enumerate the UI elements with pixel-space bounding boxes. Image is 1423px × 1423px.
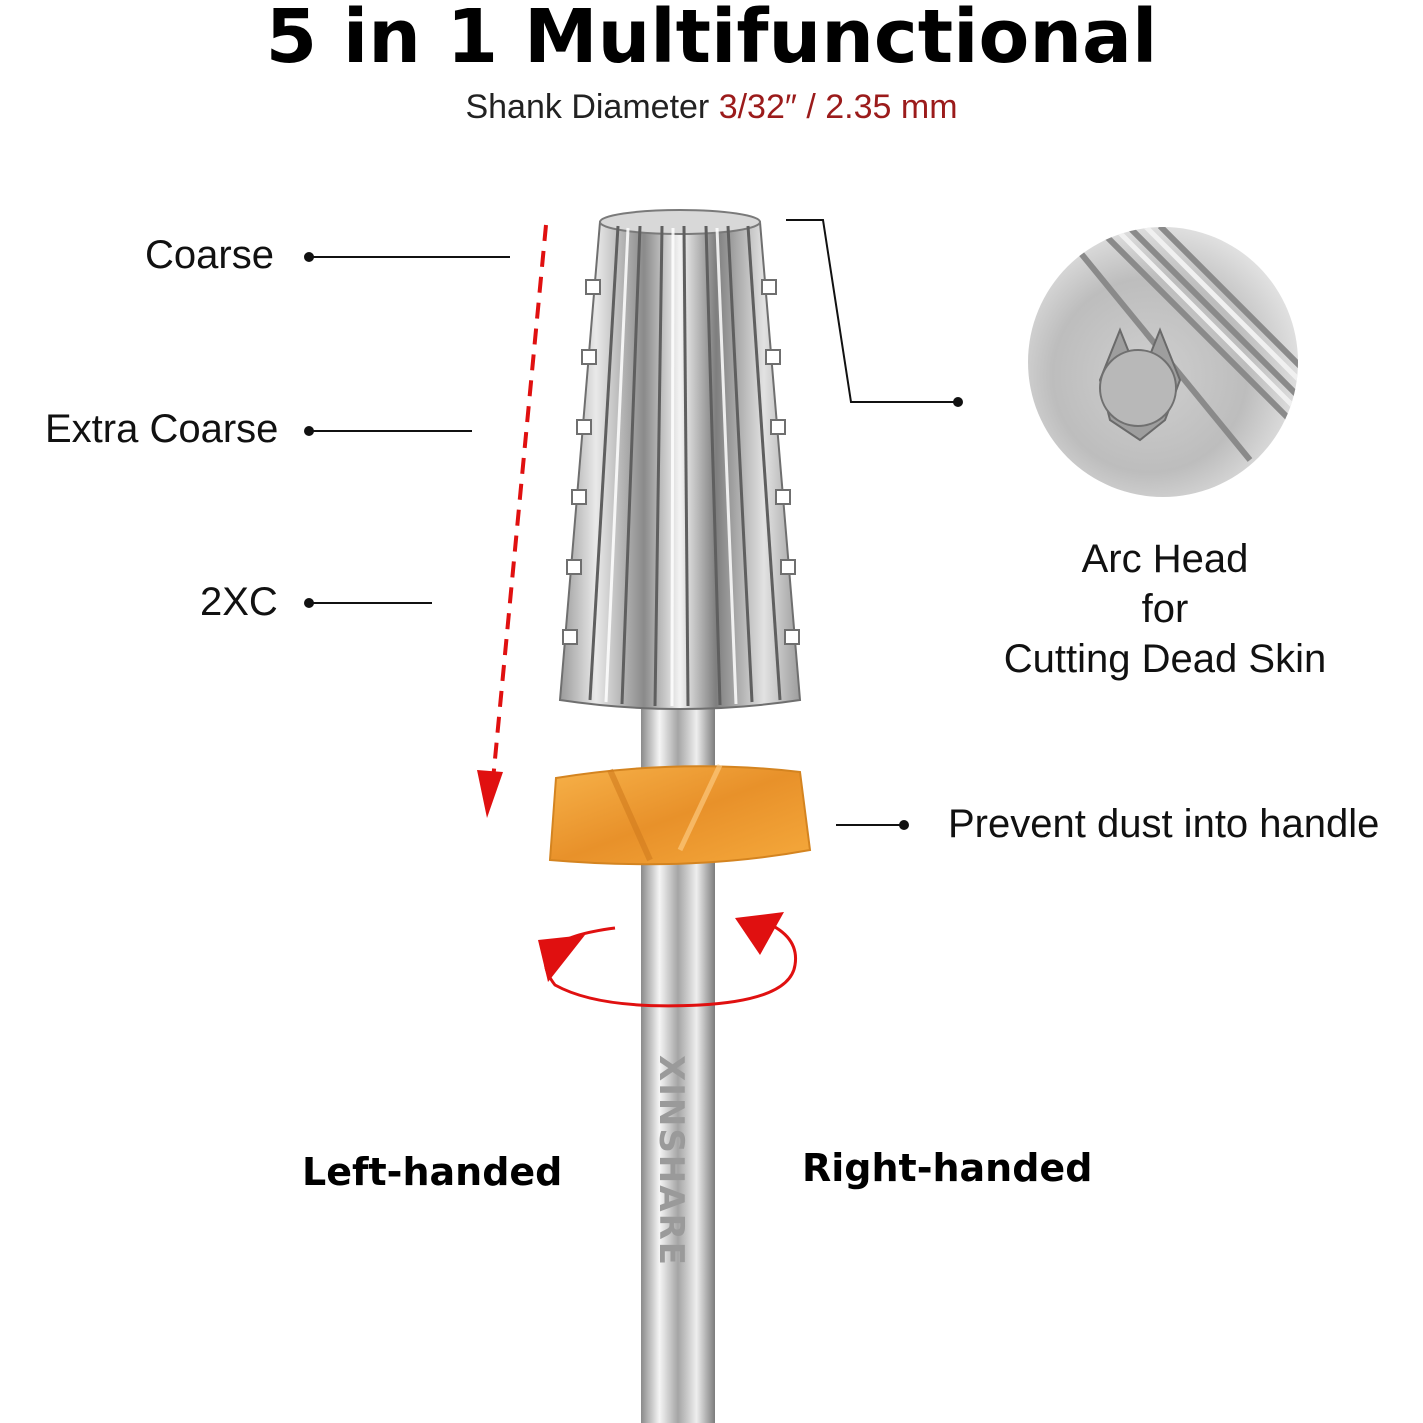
arc-head-leader — [786, 219, 963, 407]
xxc-leader — [304, 598, 432, 608]
subtitle-prefix: Shank Diameter — [465, 88, 719, 126]
shank-diameter-subtitle: Shank Diameter 3/32″ / 2.35 mm — [0, 88, 1423, 127]
grit-label-coarse: Coarse — [145, 233, 274, 277]
grit-label-2xc: 2XC — [200, 580, 278, 624]
arc-head-line3: Cutting Dead Skin — [1003, 637, 1327, 681]
dust-cap — [548, 763, 812, 866]
brand-engraving: XINSHARE — [651, 1055, 691, 1267]
extra-coarse-leader — [304, 426, 472, 436]
dust-label: Prevent dust into handle — [948, 802, 1380, 846]
arc-head-line1: Arc Head — [1081, 537, 1249, 581]
cutter-head — [558, 209, 802, 710]
dust-leader — [836, 820, 909, 830]
arc-head-caption: Arc Head for Cutting Dead Skin — [1000, 534, 1330, 684]
left-handed-label: Left-handed — [302, 1150, 563, 1194]
rotation-arrows — [538, 912, 798, 1008]
coarse-leader — [304, 252, 510, 262]
grit-label-extra-coarse: Extra Coarse — [45, 407, 279, 451]
arc-head-line2: for — [1141, 587, 1189, 631]
subtitle-value: 3/32″ / 2.35 mm — [718, 88, 958, 126]
page-title: 5 in 1 Multifunctional — [265, 0, 1158, 80]
arc-head-closeup — [1028, 227, 1298, 497]
right-handed-label: Right-handed — [802, 1146, 1093, 1190]
grit-direction-arrow — [477, 224, 548, 818]
